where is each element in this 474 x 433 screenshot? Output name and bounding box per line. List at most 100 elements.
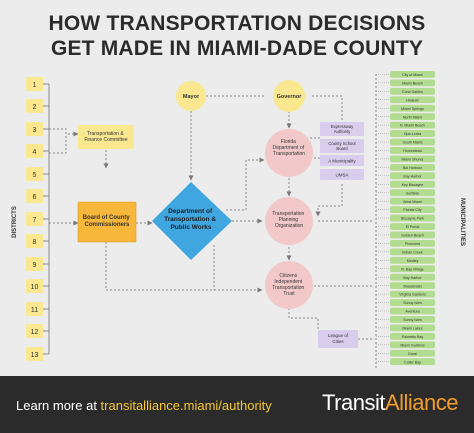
municipality-name: Bay Harbor [403,174,422,178]
district-number: 5 [33,172,37,179]
mayor-node: Mayor [176,81,206,111]
district-box: 3 [26,122,43,136]
municipality-box-bg [390,155,435,163]
districts-axis-label: DISTRICTS [12,206,18,238]
municipality-box: El Portal [376,223,435,230]
municipality-box-bg [390,79,435,87]
municipality-box-bg [390,299,435,306]
district-number: 8 [33,239,37,246]
municipality-name: Palmetto Bay [402,335,424,339]
municipality-name: El Portal [406,225,420,229]
municipality-box: City of Miami [376,71,435,78]
district-box: 8 [26,234,43,248]
municipality-box: N. Miami Beach [376,121,435,129]
municipality-name: Sweetwater [403,284,423,288]
municipality-box: Coral Gables [376,87,435,95]
municipality-box-bg [390,307,435,315]
municipality-name: Pinecrest [405,242,420,246]
municipalities-axis-label: MUNICIPALITIES [459,198,465,246]
municipality-box-bg [390,214,435,222]
district-box: 7 [26,212,43,226]
municipality-box-bg [390,341,435,349]
municipality-box: Bay Harbor [376,172,435,180]
municipality-box: Opa-Locka [376,130,435,137]
brand-accent: Alliance [384,390,459,415]
municipality-box-bg [390,223,435,230]
municipality-box: Sweetwater [376,282,435,290]
municipality-box: Virginia Gardens [376,290,435,298]
transit-alliance-logo: TransitAlliance [322,390,458,416]
board-of-county-commissioners-node: Board of County Commissioners [77,201,137,243]
svg-text:A Municipality: A Municipality [328,159,356,164]
municipality-box: Aventura [376,307,435,315]
learn-more-text: Learn more at transitalliance.miami/auth… [16,398,272,413]
municipality-box-bg [390,163,435,171]
municipality-name: Virginia Gardens [399,293,426,297]
footer-bar [0,376,474,433]
municipality-name: South Miami [403,141,423,145]
municipality-box: Miami Shores [376,155,435,163]
municipality-box: Cutler Bay [376,358,435,366]
connector-lines [49,95,372,340]
municipality-box: Sunny Isles [376,299,435,306]
municipality-box: Miami Gardens [376,341,435,349]
citizens-independent-transportation-trust-node: Citizens Independent Transportation Trus… [265,261,313,309]
municipality-name: Miami Shores [402,158,424,162]
municipality-box-bg [390,180,435,188]
municipality-box: N. Bay Village [376,265,435,273]
svg-text:Mayor: Mayor [183,94,200,100]
svg-text:Florida Department of: Florida Department of Transportation [272,139,305,157]
district-number: 3 [33,127,37,134]
transportation-finance-committee-node: Transportation & Finance Committee [78,125,134,149]
municipality-box-bg [390,96,435,104]
municipality-box-bg [390,130,435,137]
municipality-box: South Miami [376,138,435,146]
learn-more-link[interactable]: transitalliance.miami/authority [100,398,272,413]
page-title-line-2: GET MADE IN MIAMI-DADE COUNTY [50,37,424,60]
district-ticks [43,83,49,355]
district-number: 4 [33,149,37,156]
district-box: 2 [26,99,43,113]
municipality-box: Sunny Isles [376,316,435,323]
municipality-box: Surfside [376,189,435,197]
dept-transportation-public-works-node: Department of Transportation & Public Wo… [152,182,232,260]
municipality-box: Bay Harbor [376,273,435,281]
municipality-name: Indian Creek [402,250,423,254]
district-number: 13 [31,352,39,359]
municipality-box: Homestead [376,147,435,154]
municipality-box: Miami Beach [376,79,435,87]
district-number: 12 [31,329,39,336]
svg-text:Board of County Commissi: Board of County Commissioners [83,215,132,228]
municipality-box-bg [390,147,435,154]
municipality-box-bg [390,206,435,213]
municipality-box: Indian Creek [376,248,435,256]
municipality-box-bg [390,231,435,239]
municipality-name: Doral [408,352,417,356]
municipality-box: Bal Harbour [376,163,435,171]
municipality-name: Medley [407,259,419,263]
governor-node: Governor [273,80,305,112]
municipality-box-bg [390,104,435,112]
municipality-box: Pinecrest [376,240,435,247]
municipality-name: Homestead [403,149,421,153]
municipality-box: Hialeah [376,96,435,104]
municipality-box-bg [390,349,435,357]
district-number: 6 [33,194,37,201]
municipality-box-bg [390,265,435,273]
district-box: 1 [26,77,43,91]
municipality-box-bg [390,197,435,205]
municipality-name: Bal Harbour [403,166,423,170]
municipality-box-bg [390,358,435,366]
district-number: 11 [31,307,38,314]
municipality-name: Miami Gardens [400,343,425,347]
municipality-box-bg [390,316,435,323]
svg-text:Transportation Planning: Transportation Planning Organization [272,211,305,229]
district-box: 13 [26,347,43,361]
municipality-name: Miami Springs [401,107,424,111]
municipality-box-bg [390,138,435,146]
municipality-box: West Miami [376,197,435,205]
